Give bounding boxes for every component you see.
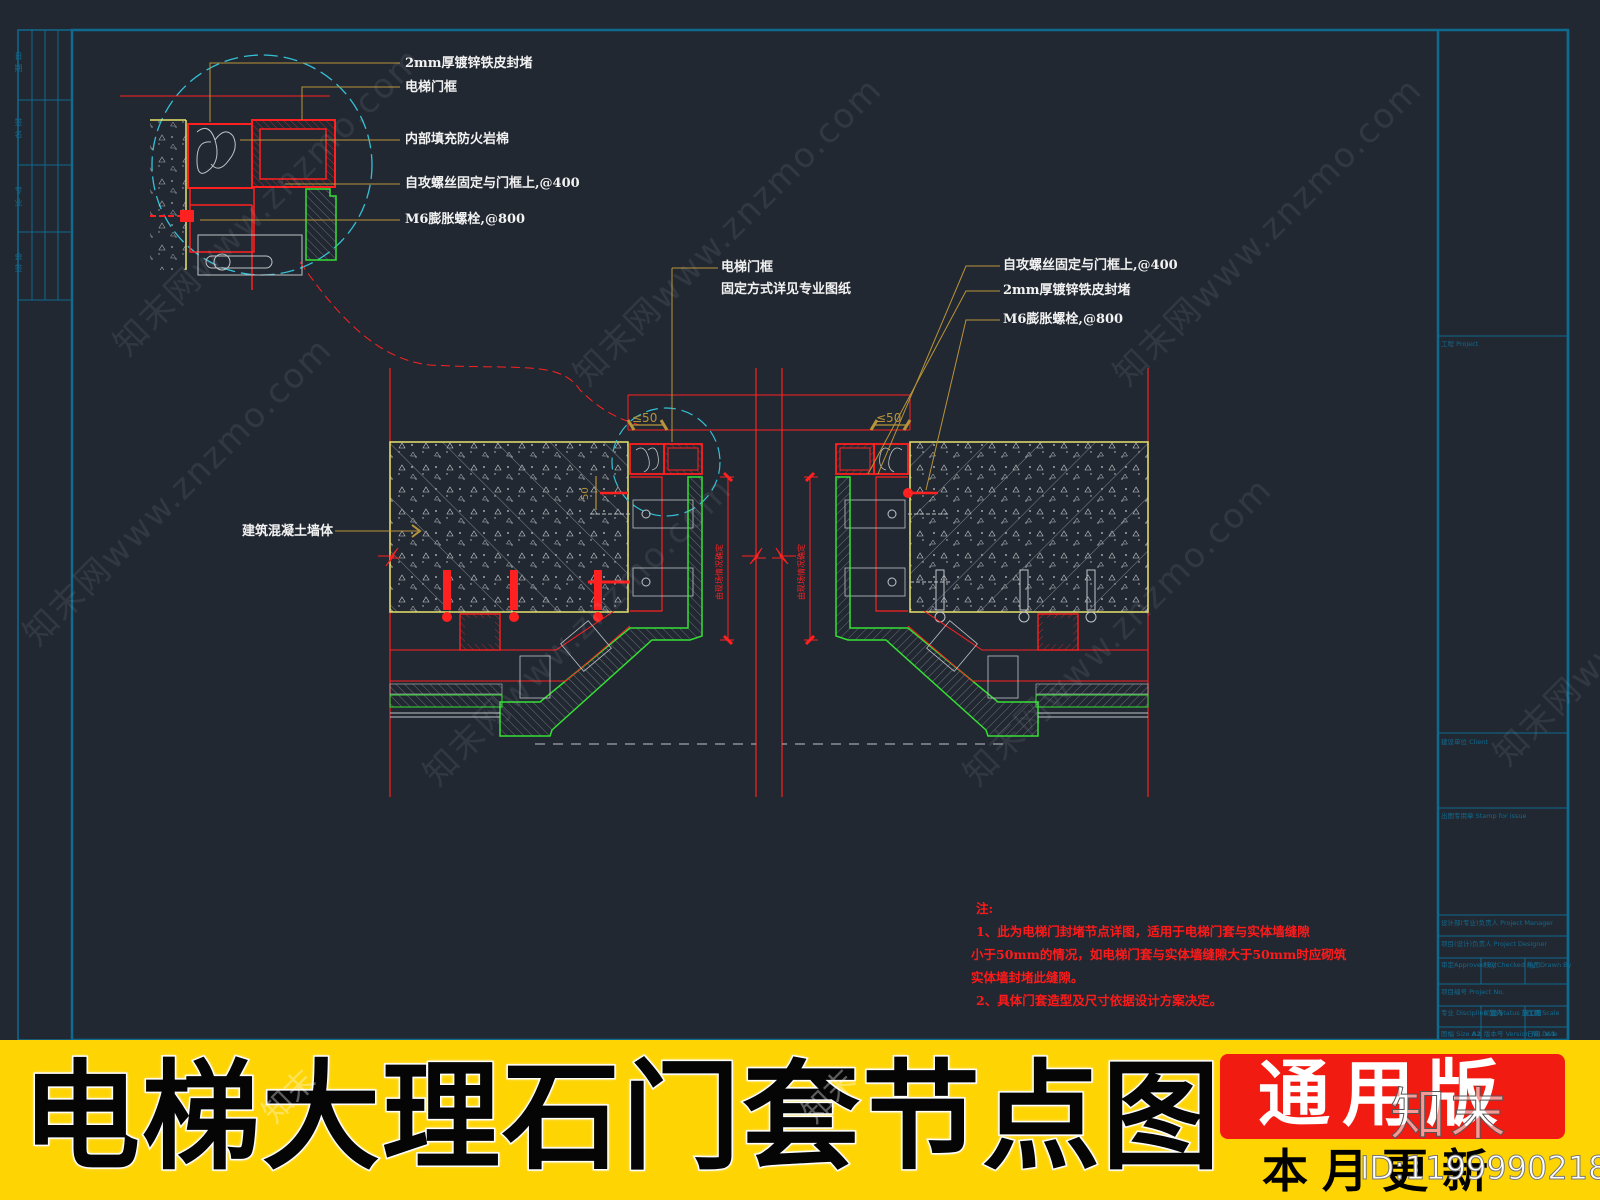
label-galvanized-cap: 2mm厚镀锌铁皮封堵 [405, 56, 533, 71]
label-fixing-method: 固定方式详见专业图纸 [721, 282, 852, 297]
svg-text:50: 50 [580, 487, 591, 500]
monthly-update-label: 本月更新 [1262, 1144, 1502, 1198]
label-expansion-bolt: M6膨胀螺栓,@800 [405, 212, 526, 227]
cad-drawing: ≤50 50 [17, 28, 1570, 1040]
notes-line-2: 小于50mm的情况，如电梯门套与实体墙缝隙大于50mm时应砌筑 [971, 947, 1347, 962]
promo-banner: 电梯大理石门套节点图 知末 知末 通用版 知末 本月更新 ID:11999902… [0, 1040, 1600, 1200]
notes-heading: 注: [976, 901, 994, 916]
notes-line-3: 实体墙封堵此缝隙。 [971, 970, 1084, 985]
label-concrete-wall: 建筑混凝土墙体 [242, 524, 334, 539]
tb-project-designer: 项目(设计)负责人 Project Designer [1441, 940, 1548, 948]
tb-size-label: 图幅 Size [1441, 1030, 1470, 1038]
svg-text:≤50: ≤50 [632, 411, 657, 425]
tb-scale: 比例 Scale [1527, 1009, 1560, 1017]
label-galvanized-cap-right: 2mm厚镀锌铁皮封堵 [1003, 283, 1131, 298]
tb-client: 建设单位 Client [1441, 738, 1488, 746]
tb-status-value: 施工图 [1521, 1009, 1542, 1017]
label-elevator-door-frame: 电梯门框 [405, 80, 458, 95]
tb-status: 阶段 Status 施工图 [1484, 1010, 1541, 1017]
tb-drawn: 绘图Drawn By [1527, 961, 1572, 969]
tb-date: 日期 Date [1527, 1030, 1558, 1038]
tb-project-manager: 设计部(专业)负责人 Project Manager [1441, 919, 1553, 927]
tb-stamp: 出图专用章 Stamp for issue [1441, 812, 1527, 820]
badge-watermark: 知末 [1390, 1083, 1510, 1149]
tb-project: 工程 Project [1441, 340, 1479, 348]
tb-version-label: 版本号 Version No. [1484, 1030, 1543, 1038]
strip-countersign: 会签 [14, 252, 23, 276]
notes-block: 注: 1、此为电梯门封堵节点详图，适用于电梯门套与实体墙缝隙 小于50mm的情况… [971, 897, 1346, 1012]
tb-version: 版本号 Version No. V.1 [1484, 1031, 1556, 1038]
section-left: ≤50 50 [335, 267, 780, 797]
notes-line-4: 2、具体门套造型及尺寸依据设计方案决定。 [976, 993, 1223, 1008]
svg-text:由现场情况确定: 由现场情况确定 [796, 544, 806, 600]
cad-drawing-canvas: ≤50 50 [14, 28, 1600, 1040]
tb-discipline-label: 专业 Discipline [1441, 1009, 1488, 1017]
asset-id: ID:1199990218 [1359, 1149, 1600, 1187]
label-rock-wool: 内部填充防火岩棉 [405, 132, 510, 147]
tb-discipline: 专业 Discipline 室内 [1441, 1010, 1503, 1017]
banner-title: 电梯大理石门套节点图 [20, 1048, 1223, 1186]
tb-size-value: A2 [1471, 1030, 1482, 1038]
tb-version-value: V.1 [1544, 1030, 1556, 1038]
badge-text: 通用版 [1258, 1052, 1511, 1136]
svg-text:≤50: ≤50 [876, 411, 901, 425]
section-right [758, 368, 1149, 797]
tb-status-label: 阶段 Status [1484, 1009, 1520, 1017]
notes-line-1: 1、此为电梯门封堵节点详图，适用于电梯门套与实体墙缝隙 [976, 924, 1310, 939]
strip-date: 日期 [14, 52, 23, 76]
tb-size: 图幅 Size A2 [1441, 1031, 1481, 1038]
tb-discipline-value: 室内 [1489, 1009, 1503, 1017]
detail-enlargement [120, 54, 641, 426]
version-badge: 通用版 知末 [1220, 1052, 1565, 1149]
tb-project-no: 项目编号 Project No. [1441, 988, 1505, 996]
strip-sign: 签名 [14, 118, 23, 142]
label-self-tapping-screw: 自攻螺丝固定与门框上,@400 [405, 176, 580, 191]
strip-discipline: 专业 [14, 186, 23, 210]
tb-checked: 校对Checked By [1484, 961, 1536, 969]
svg-text:由现场情况确定: 由现场情况确定 [714, 544, 724, 600]
tb-approved: 审定Approved By [1441, 961, 1496, 969]
label-self-tapping-screw-right: 自攻螺丝固定与门框上,@400 [1003, 258, 1178, 273]
label-door-frame: 电梯门框 [721, 260, 774, 275]
label-expansion-bolt-right: M6膨胀螺栓,@800 [1003, 312, 1124, 327]
drawing-frame [17, 28, 1570, 1040]
